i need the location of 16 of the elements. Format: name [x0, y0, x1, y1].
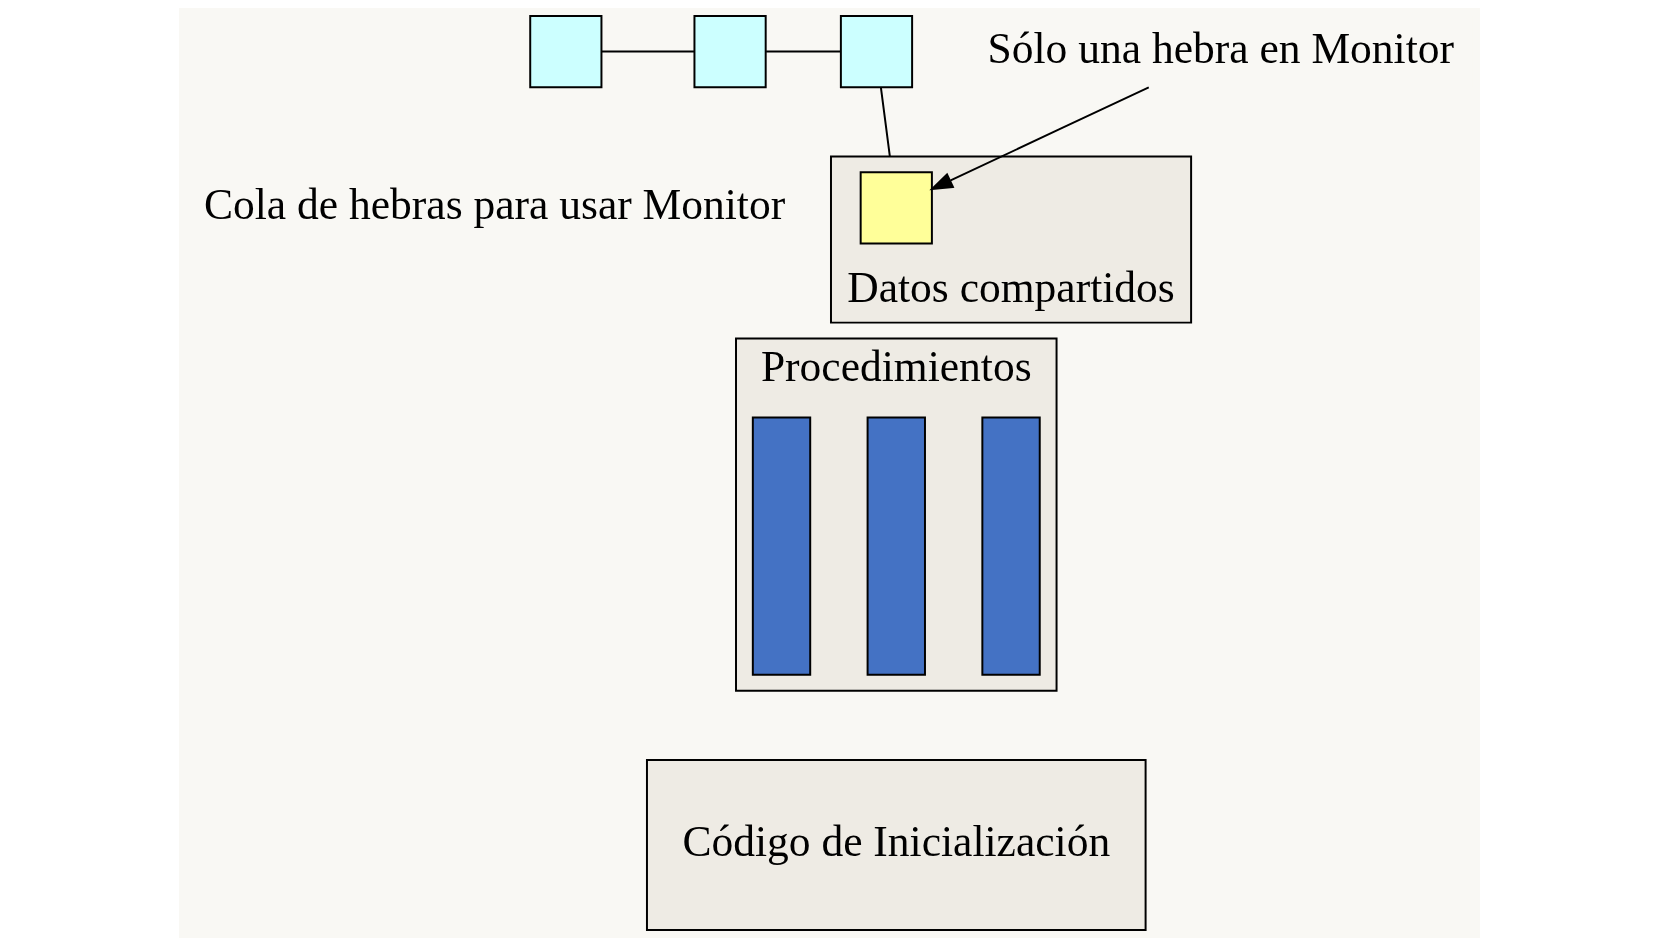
connector	[765, 50, 842, 53]
node-box	[859, 171, 933, 245]
node-box	[529, 14, 603, 89]
node-bar	[866, 416, 926, 676]
node-box: Código de Inicialización	[645, 758, 1147, 932]
connector	[879, 86, 891, 158]
label: Cola de hebras para usar Monitor	[203, 179, 786, 228]
node-bar	[981, 416, 1041, 676]
node-box	[693, 14, 767, 89]
node-box	[839, 14, 914, 89]
cluster: Datos compartidos	[830, 155, 1193, 324]
connector	[600, 50, 695, 53]
arrow	[929, 86, 1150, 191]
node-bar	[751, 416, 812, 676]
node-text: Sólo una hebra en Monitor	[987, 23, 1455, 72]
cluster: Procedimientos	[735, 337, 1058, 692]
